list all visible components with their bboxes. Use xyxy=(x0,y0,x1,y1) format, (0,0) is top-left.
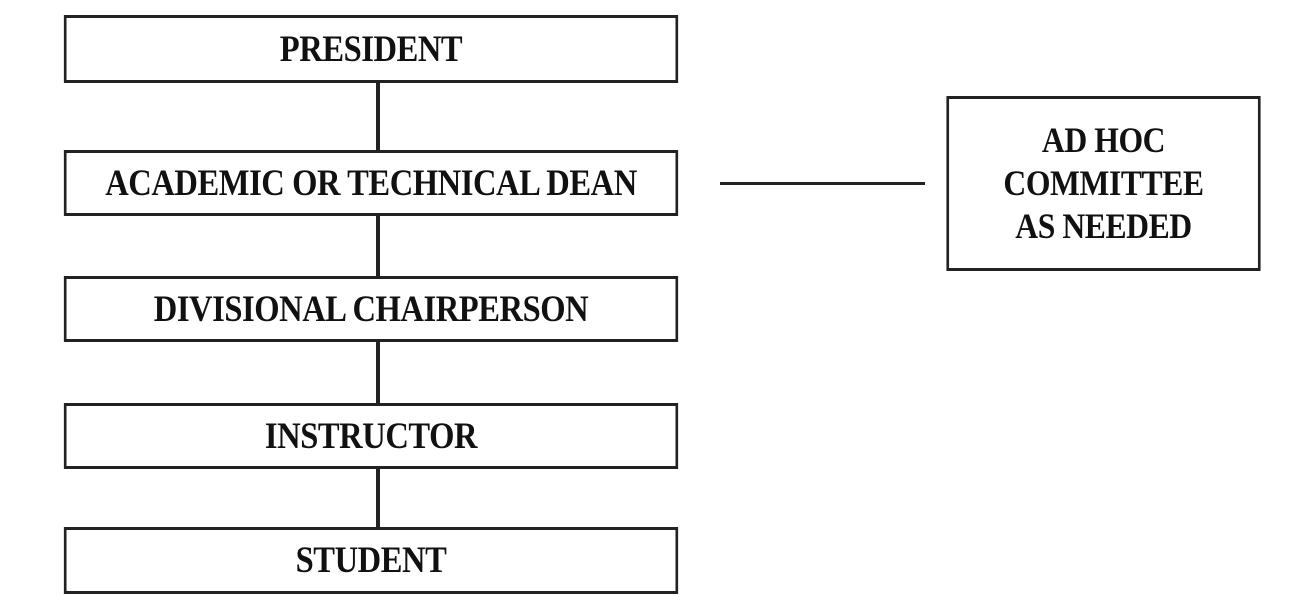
student-box: STUDENT xyxy=(63,527,679,594)
connector-chairperson-instructor xyxy=(376,342,380,403)
dean-box: ACADEMIC OR TECHNICAL DEAN xyxy=(63,150,679,216)
president-label: PRESIDENT xyxy=(279,28,463,70)
adhoc-committee-box: AD HOC COMMITTEE AS NEEDED xyxy=(946,96,1261,271)
connector-instructor-student xyxy=(376,469,380,527)
adhoc-line-3: AS NEEDED xyxy=(1015,206,1192,247)
student-label: STUDENT xyxy=(295,540,447,581)
connector-dean-chairperson xyxy=(376,216,380,276)
chairperson-box: DIVISIONAL CHAIRPERSON xyxy=(63,276,679,342)
adhoc-line-2: COMMITTEE xyxy=(1003,162,1204,203)
president-box: PRESIDENT xyxy=(63,15,679,83)
connector-president-dean xyxy=(376,83,380,150)
connector-dean-adhoc xyxy=(720,182,925,185)
adhoc-line-1: AD HOC xyxy=(1041,119,1166,160)
instructor-box: INSTRUCTOR xyxy=(63,403,679,469)
chairperson-label: DIVISIONAL CHAIRPERSON xyxy=(153,288,589,330)
dean-label: ACADEMIC OR TECHNICAL DEAN xyxy=(105,162,637,204)
instructor-label: INSTRUCTOR xyxy=(264,415,478,457)
